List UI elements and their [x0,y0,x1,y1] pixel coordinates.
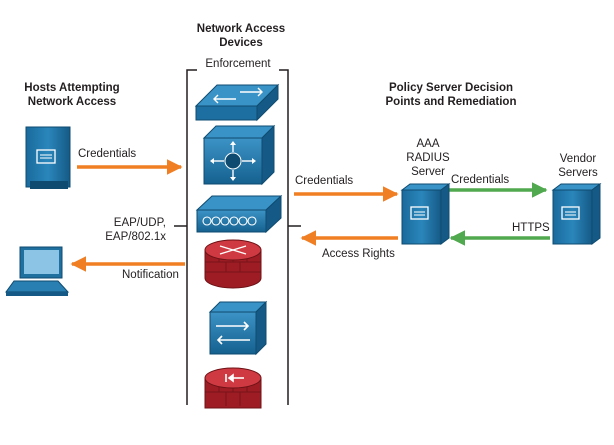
content-switch-icon [208,300,268,356]
host-tower-icon [25,126,71,189]
label-https: HTTPS [512,222,550,234]
aaa-server-icon [400,183,451,245]
label-vendor-servers: Vendor Servers [558,153,598,179]
label-eap: EAP/UDP, EAP/802.1x [105,217,166,243]
label-credentials-vendor: Credentials [451,174,510,186]
vendor-server-icon [551,183,602,245]
heading-policy-server: Policy Server Decision Points and Remedi… [385,82,517,108]
router-icon [204,239,262,289]
label-enforcement: Enforcement [197,57,279,71]
switch-icon [194,83,280,122]
heading-network-access-devices: Network Access Devices [196,23,286,49]
heading-hosts: Hosts Attempting Network Access [24,82,120,108]
label-credentials-device: Credentials [295,175,354,187]
firewall-icon [204,367,262,409]
label-credentials-host: Credentials [78,148,137,160]
label-aaa-server: AAA RADIUS Server [406,138,450,178]
wireless-controller-icon [195,194,283,234]
laptop-icon [5,246,70,296]
layer3-switch-icon [202,124,276,186]
device-bracket [186,69,289,405]
label-notification: Notification [122,269,179,281]
label-access-rights: Access Rights [322,248,395,260]
